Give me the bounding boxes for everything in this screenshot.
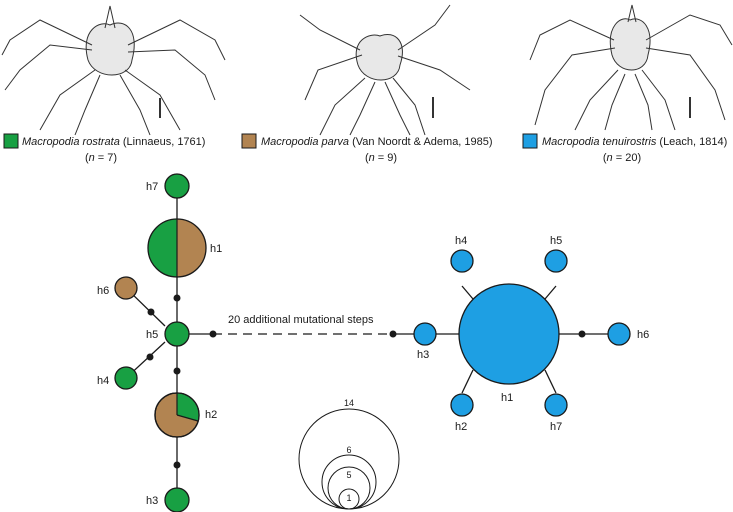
mutation-dot — [146, 353, 154, 361]
haplotype-node-right-h5: h5 — [544, 235, 568, 273]
node-label-right-h6: h6 — [637, 329, 649, 341]
crab-illustration-parva — [299, 4, 471, 136]
node-label-left-h6: h6 — [97, 285, 109, 297]
n-label-parva: n — [369, 152, 375, 164]
scale-label-5: 5 — [346, 470, 351, 480]
mutation-dot — [173, 461, 181, 469]
size-scale-labels: 14 6 5 1 — [344, 398, 354, 503]
svg-text:(n = 9): (n = 9) — [365, 152, 397, 164]
species-authority-rostrata: (Linnaeus, 1761) — [123, 136, 206, 148]
n-label-tenuirostris: n — [607, 152, 613, 164]
node-label-left-h1: h1 — [210, 243, 222, 255]
node-label-left-h7: h7 — [146, 181, 158, 193]
node-label-right-h4: h4 — [455, 235, 467, 247]
n-value-tenuirostris: = 20) — [613, 152, 641, 164]
node-label-left-h3: h3 — [146, 495, 158, 507]
species-legend: Macropodia rostrata (Linnaeus, 1761) (n … — [3, 133, 727, 164]
node-label-right-h5: h5 — [550, 235, 562, 247]
scale-circle-1 — [338, 488, 360, 510]
species-name-parva: Macropodia parva — [261, 136, 349, 148]
node-label-left-h5: h5 — [146, 329, 158, 341]
network-left: h7 h1 h6 h5 h4 h2 — [97, 173, 222, 512]
swatch-parva — [241, 133, 257, 149]
haplotype-node-left-h4: h4 — [97, 366, 138, 390]
svg-text:(n = 7): (n = 7) — [85, 152, 117, 164]
n-value-parva: = 9) — [375, 152, 397, 164]
haplotype-node-right-h2: h2 — [450, 393, 474, 433]
n-open-rostrata: ( — [85, 152, 89, 164]
mutation-dot — [173, 294, 181, 302]
legend-item-rostrata: Macropodia rostrata (Linnaeus, 1761) (n … — [3, 133, 205, 164]
scale-label-1: 1 — [346, 493, 351, 503]
network-left-mutation-dots — [146, 294, 217, 469]
node-label-right-h7: h7 — [550, 421, 562, 433]
haplotype-node-left-h5: h5 — [146, 321, 190, 347]
node-label-right-h3: h3 — [417, 349, 429, 361]
legend-item-tenuirostris: Macropodia tenuirostris (Leach, 1814) (n… — [522, 133, 727, 164]
mutation-dot — [578, 330, 586, 338]
crab-illustration-tenuirostris — [529, 4, 733, 131]
node-label-right-h1: h1 — [501, 392, 513, 404]
haplotype-node-right-h6: h6 — [607, 322, 649, 346]
crab-illustration-rostrata — [1, 5, 226, 136]
svg-text:Macropodia parva (Van Noordt &: Macropodia parva (Van Noordt & Adema, 19… — [261, 136, 493, 148]
species-name-rostrata: Macropodia rostrata — [22, 136, 120, 148]
swatch-rostrata — [3, 133, 19, 149]
swatch-tenuirostris — [522, 133, 538, 149]
haplotype-node-left-h3: h3 — [146, 487, 190, 512]
svg-text:Macropodia rostrata (Linnaeus,: Macropodia rostrata (Linnaeus, 1761) — [22, 136, 205, 148]
haplotype-node-right-h4: h4 — [450, 235, 474, 273]
legend-item-parva: Macropodia parva (Van Noordt & Adema, 19… — [241, 133, 493, 164]
n-open-parva: ( — [365, 152, 369, 164]
n-value-rostrata: = 7) — [95, 152, 117, 164]
haplotype-node-left-h2: h2 — [154, 392, 217, 438]
connector-label: 20 additional mutational steps — [228, 314, 374, 326]
haplotype-node-left-h6: h6 — [97, 276, 138, 300]
species-authority-tenuirostris: (Leach, 1814) — [659, 136, 727, 148]
node-label-right-h2: h2 — [455, 421, 467, 433]
haplotype-node-right-h7: h7 — [544, 393, 568, 433]
haplotype-node-right-h3: h3 — [413, 322, 437, 361]
haplotype-node-left-h7: h7 — [146, 173, 190, 199]
node-label-left-h4: h4 — [97, 375, 109, 387]
size-scale-legend — [298, 408, 400, 510]
scale-label-6: 6 — [346, 445, 351, 455]
network-right: h1 h2 h3 h4 h5 h6 h7 — [413, 235, 649, 433]
species-authority-parva: (Van Noordt & Adema, 1985) — [352, 136, 492, 148]
svg-text:Macropodia tenuirostris (Leach: Macropodia tenuirostris (Leach, 1814) — [542, 136, 727, 148]
connector: 20 additional mutational steps — [213, 314, 414, 338]
species-name-tenuirostris: Macropodia tenuirostris — [542, 136, 657, 148]
mutation-dot — [147, 308, 155, 316]
mutation-dot — [173, 367, 181, 375]
svg-text:(n = 20): (n = 20) — [603, 152, 641, 164]
n-open-tenuirostris: ( — [603, 152, 607, 164]
n-label-rostrata: n — [89, 152, 95, 164]
node-label-left-h2: h2 — [205, 409, 217, 421]
haplotype-node-left-h1: h1 — [147, 218, 222, 278]
scale-label-14: 14 — [344, 398, 354, 408]
haplotype-node-right-h1: h1 — [458, 283, 560, 404]
